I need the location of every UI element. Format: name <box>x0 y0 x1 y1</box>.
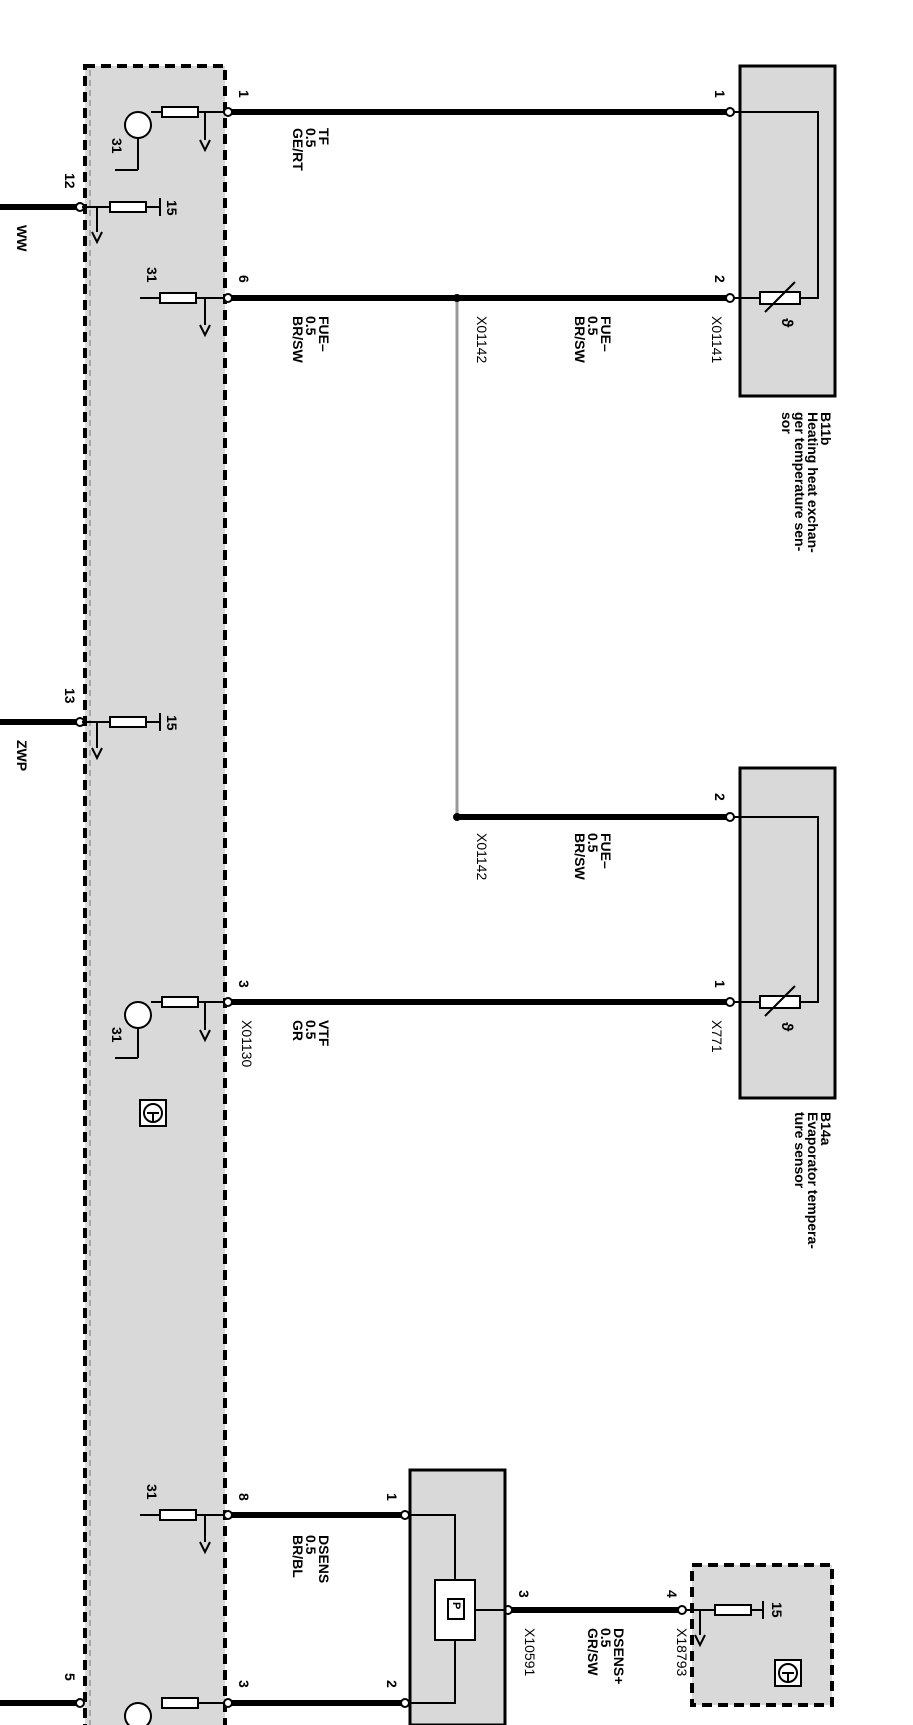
supply-15-b: 15 <box>164 715 180 731</box>
connector-x18793: X18793 <box>674 1628 690 1677</box>
pin-sw-4: 4 <box>664 1590 680 1598</box>
theta-symbol-b11b: ϑ <box>778 318 795 328</box>
b11b-description: B11b Heating heat exchan- ger temperatur… <box>779 412 834 553</box>
connector-x01142-a: X01142 <box>474 316 490 364</box>
pin-p-1: 1 <box>384 1493 400 1501</box>
pin-cu-3b: 3 <box>236 1680 252 1688</box>
connector-x01141: X01141 <box>709 316 725 364</box>
pin-cu-1: 1 <box>236 90 252 98</box>
connector-x01142-b: X01142 <box>474 833 490 881</box>
b11b-box <box>738 64 837 398</box>
pin-cu-12: 12 <box>62 173 78 189</box>
b14a-description: B14a Evaporator tempera- ture sensor <box>792 1112 834 1249</box>
switch-unit-box <box>690 1563 834 1707</box>
supply-15-c: 15 <box>769 1602 785 1618</box>
connector-x771: X771 <box>709 1020 725 1053</box>
pin-cu-3: 3 <box>236 980 252 988</box>
pin-b14a-1: 1 <box>712 980 728 988</box>
pin-cu-5: 5 <box>62 1673 78 1681</box>
supply-15-a: 15 <box>164 200 180 216</box>
b14a-box <box>738 766 837 1100</box>
pin-b11b-1: 1 <box>712 90 728 98</box>
ground-31-d: 31 <box>144 1484 160 1500</box>
ww-label: WW <box>14 225 30 252</box>
ground-31-a: 31 <box>109 138 125 154</box>
theta-symbol-b14a: ϑ <box>778 1022 795 1032</box>
pin-b14a-2: 2 <box>712 793 728 801</box>
pin-cu-13: 13 <box>62 688 78 704</box>
pin-p-3: 3 <box>516 1590 532 1598</box>
ground-31-c: 31 <box>109 1027 125 1043</box>
pin-cu-8: 8 <box>236 1493 252 1501</box>
pin-b11b-2: 2 <box>712 275 728 283</box>
zwp-label: ZWP <box>14 740 30 772</box>
pin-cu-6: 6 <box>236 275 252 283</box>
connector-x10591: X10591 <box>522 1628 538 1677</box>
ground-31-b: 31 <box>144 267 160 283</box>
control-unit-box <box>83 64 227 1725</box>
pressure-symbol: P <box>450 1602 462 1610</box>
connector-x01130: X01130 <box>239 1020 255 1068</box>
pin-p-2: 2 <box>384 1680 400 1688</box>
